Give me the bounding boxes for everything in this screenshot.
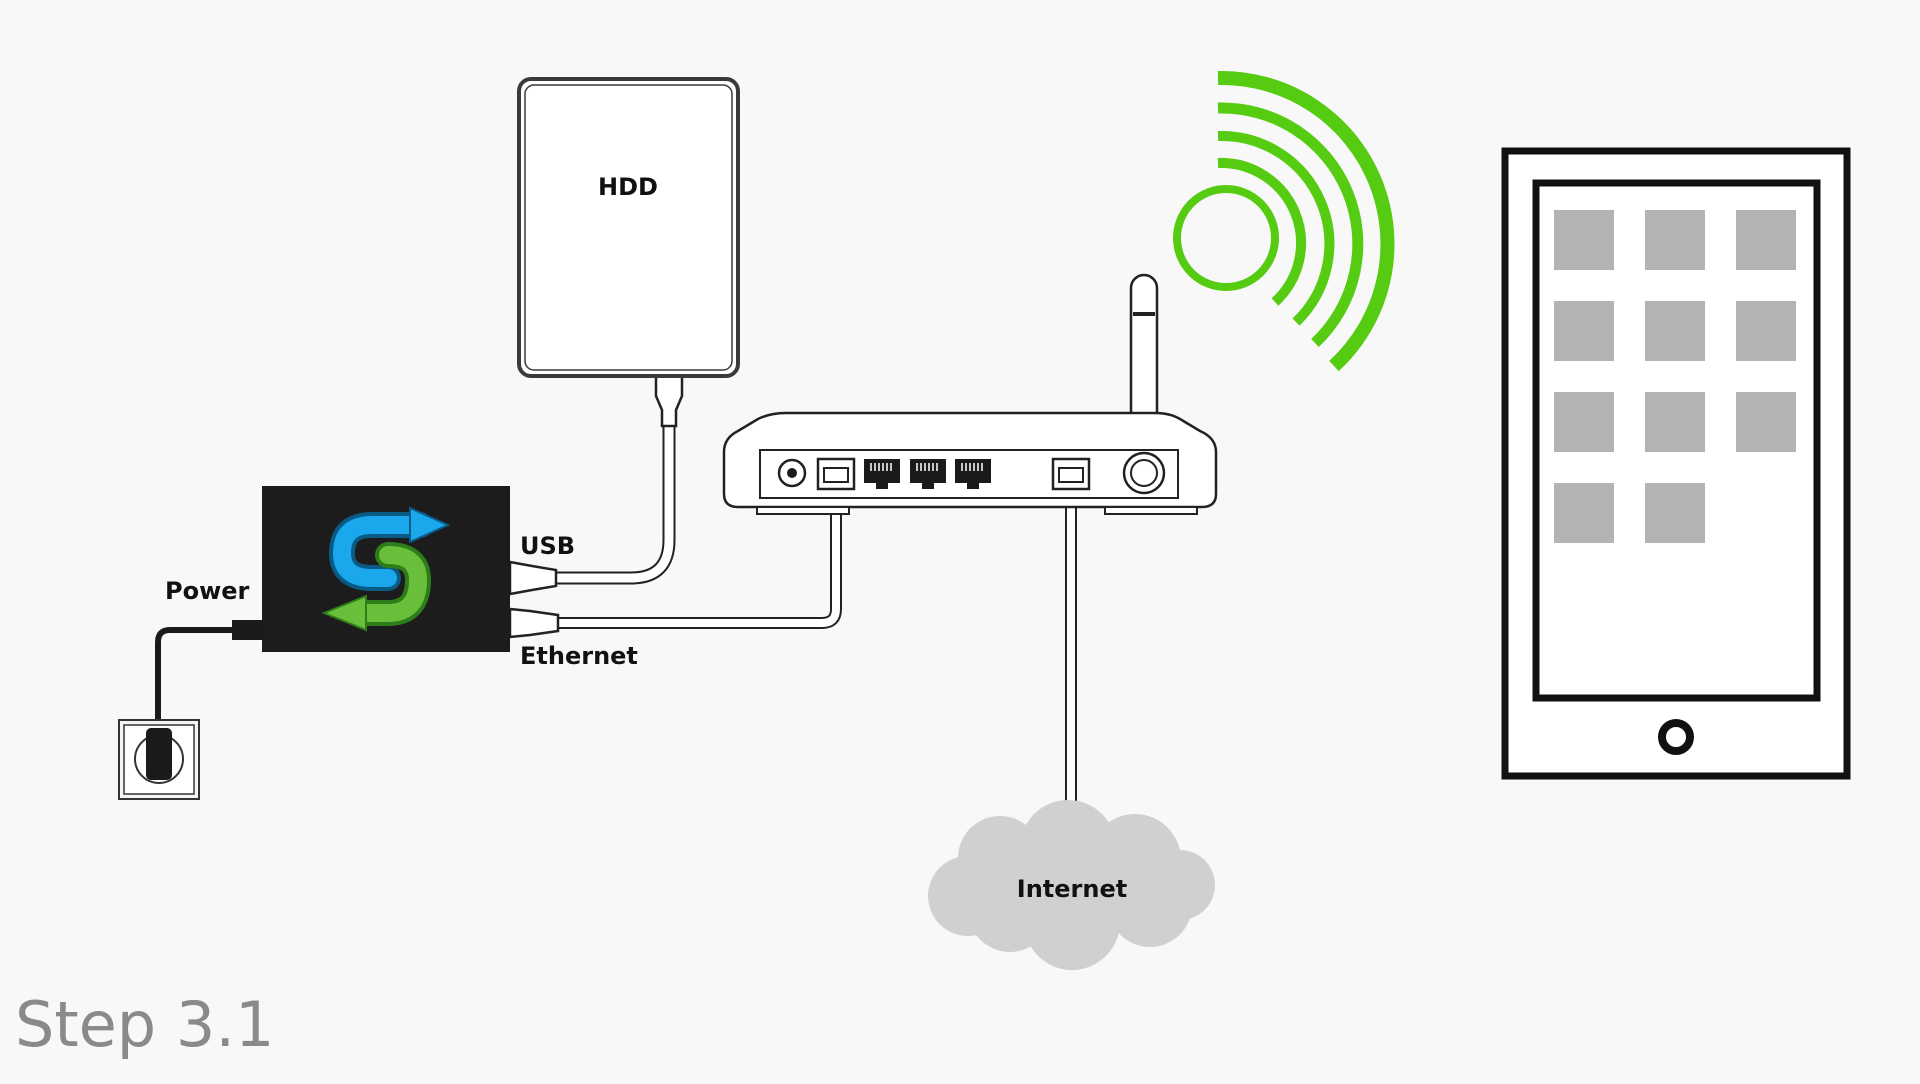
server-box bbox=[262, 486, 510, 652]
router-lan-port-3 bbox=[910, 459, 946, 489]
app-icon-grid bbox=[1554, 210, 1796, 543]
app-icon bbox=[1736, 392, 1796, 452]
app-icon bbox=[1645, 392, 1705, 452]
internet-label: Internet bbox=[1017, 875, 1127, 903]
internet-cloud: Internet bbox=[928, 800, 1215, 970]
app-icon bbox=[1554, 301, 1614, 361]
app-icon bbox=[1736, 301, 1796, 361]
mobile-device bbox=[1501, 147, 1851, 780]
app-icon bbox=[1736, 210, 1796, 270]
wifi-signal-icon bbox=[1173, 70, 1395, 372]
router-lan-port-4 bbox=[955, 459, 991, 489]
app-icon bbox=[1554, 483, 1614, 543]
ethernet-label: Ethernet bbox=[520, 642, 638, 670]
power-label: Power bbox=[165, 577, 250, 605]
home-button bbox=[1658, 719, 1694, 755]
logo-icon bbox=[321, 506, 451, 632]
app-icon bbox=[1645, 210, 1705, 270]
usb-cable bbox=[508, 374, 684, 596]
power-plug bbox=[146, 728, 172, 780]
app-icon bbox=[1554, 210, 1614, 270]
router bbox=[722, 273, 1218, 515]
wall-outlet bbox=[118, 719, 200, 800]
hdd-label: HDD bbox=[598, 173, 658, 201]
hdd-device: HDD bbox=[517, 77, 740, 378]
ethernet-cable bbox=[508, 470, 842, 639]
usb-label: USB bbox=[520, 532, 575, 560]
power-cable bbox=[155, 620, 262, 743]
app-icon bbox=[1645, 301, 1705, 361]
router-lan-port-2 bbox=[864, 459, 900, 489]
app-icon bbox=[1554, 392, 1614, 452]
app-icon bbox=[1645, 483, 1705, 543]
step-label: Step 3.1 bbox=[15, 988, 274, 1061]
